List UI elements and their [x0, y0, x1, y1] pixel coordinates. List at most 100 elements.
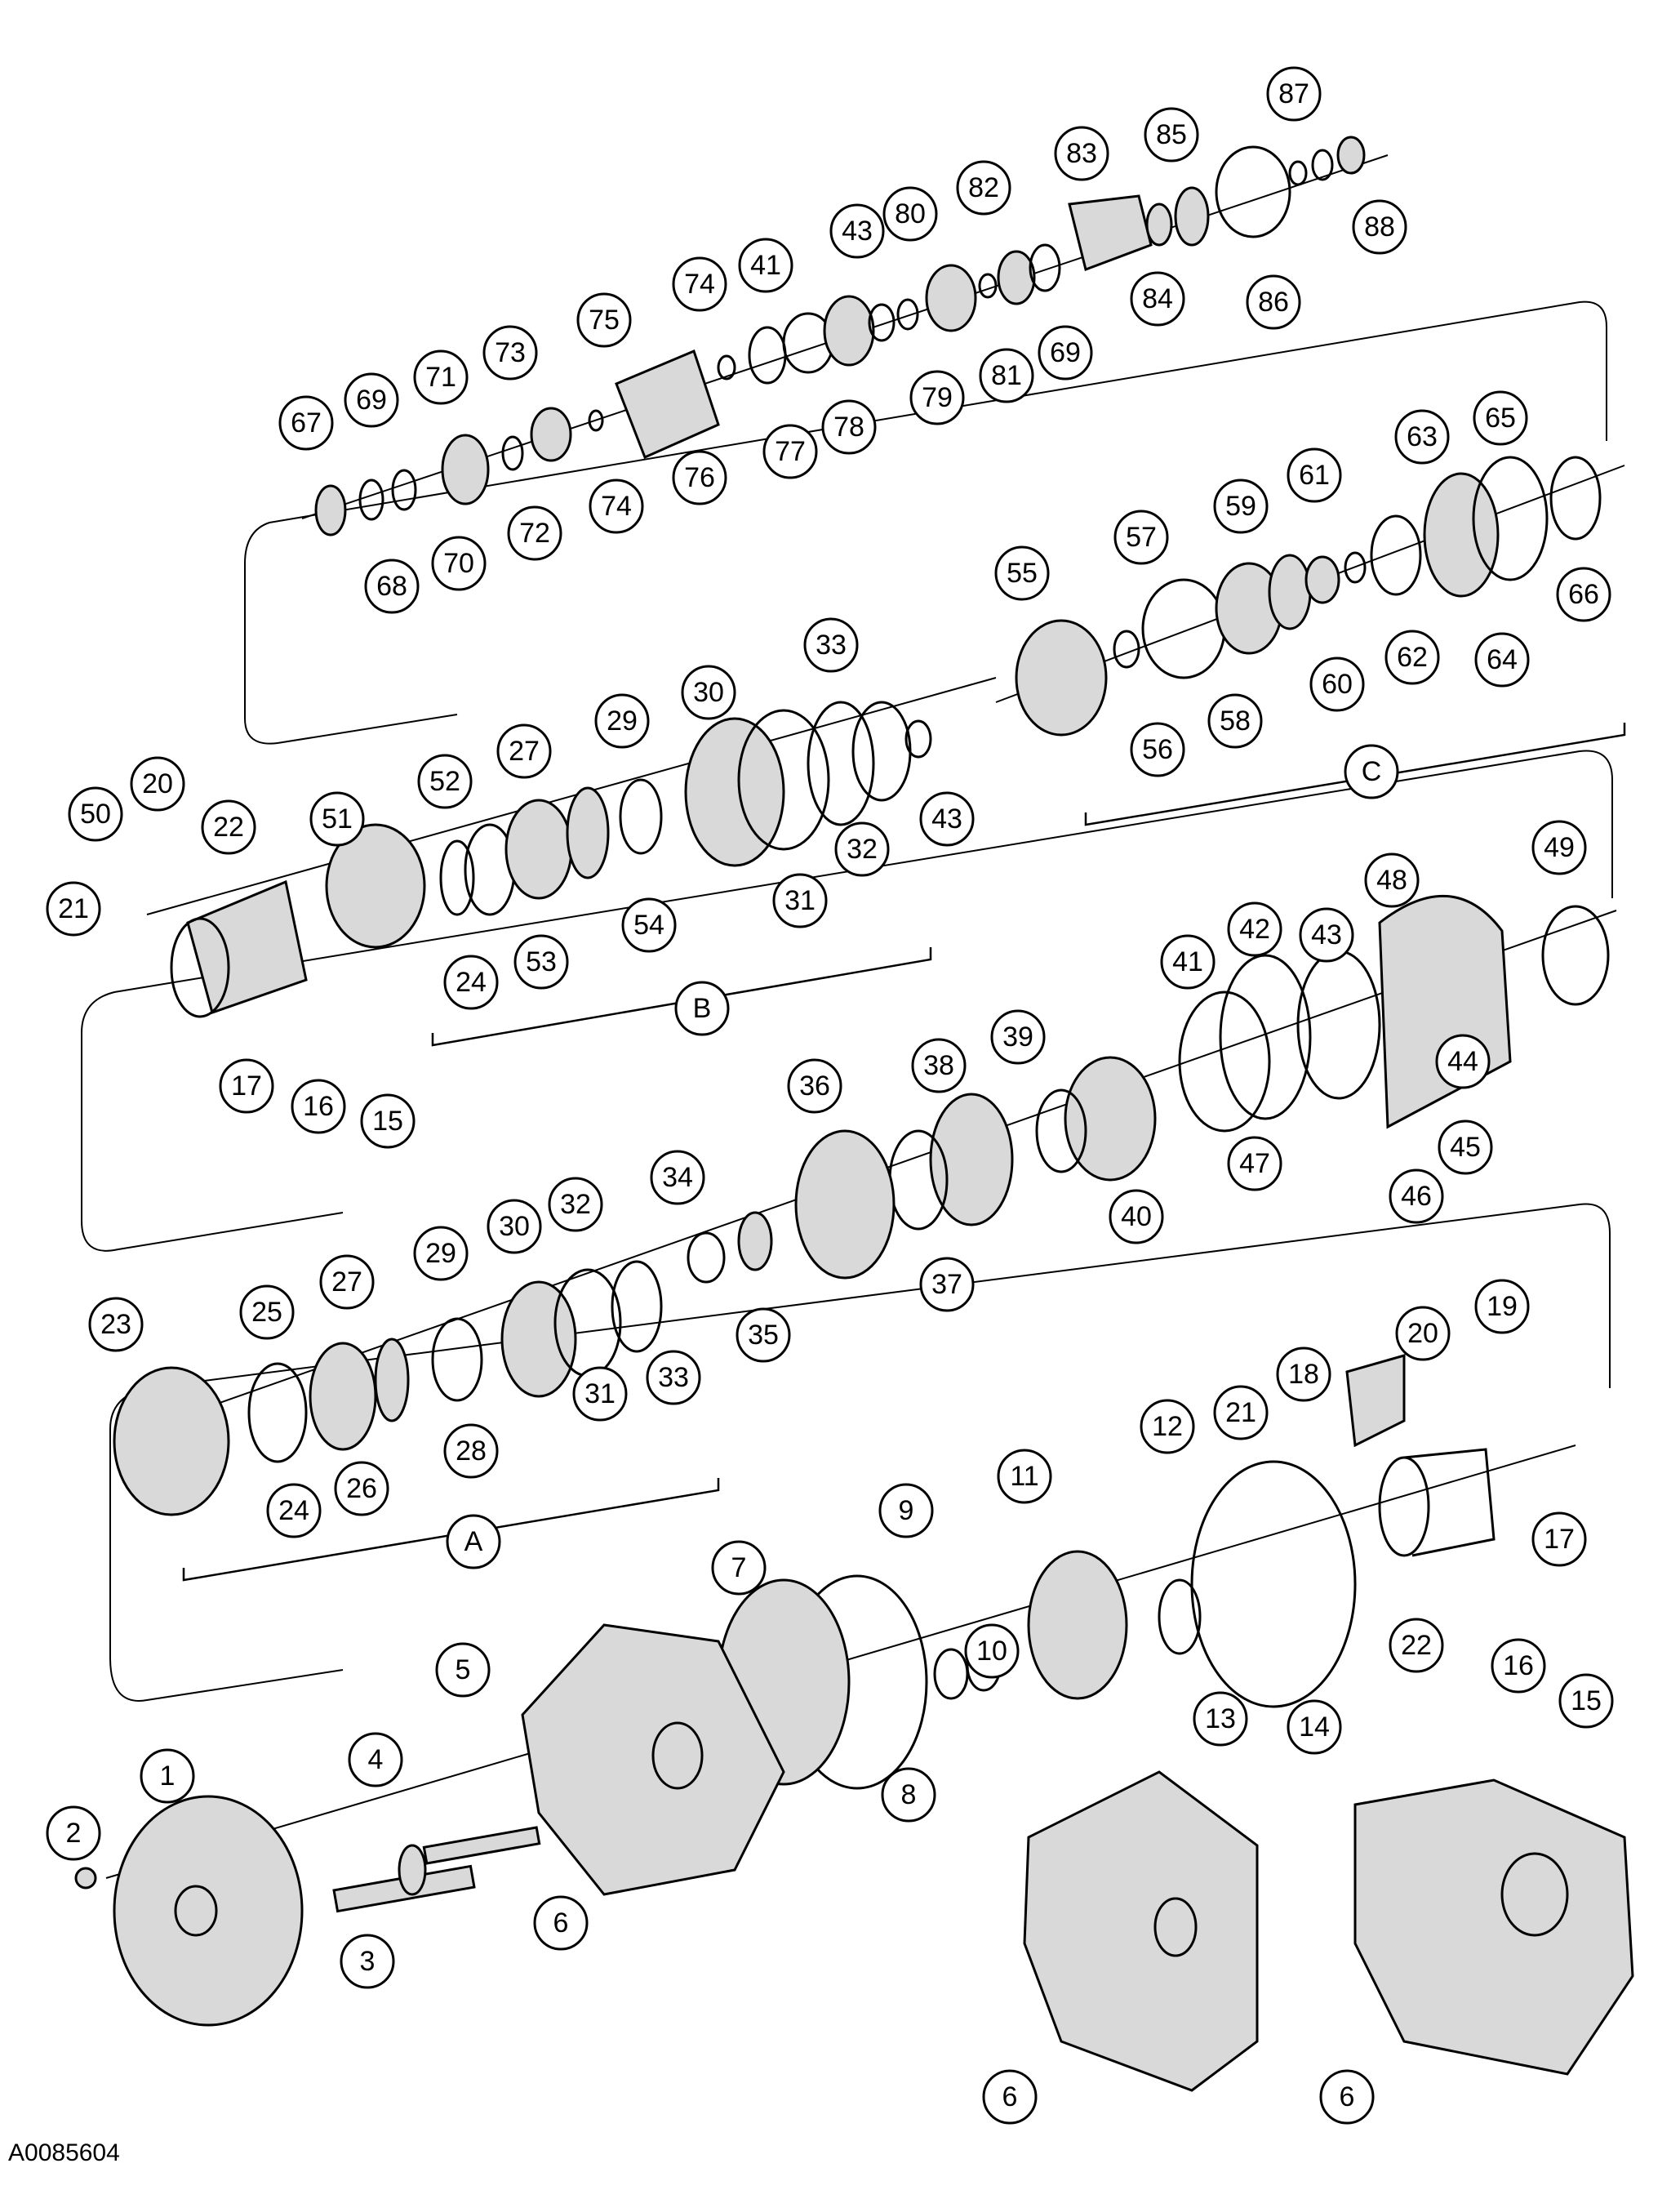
callout-A: A [446, 1514, 501, 1569]
callout-40: 40 [1109, 1189, 1164, 1244]
callout-label: 68 [376, 571, 407, 602]
callout-label: 34 [662, 1162, 693, 1193]
callout-45: 45 [1438, 1120, 1493, 1175]
callout-label: A [464, 1526, 483, 1557]
callout-label: 79 [922, 382, 953, 413]
callout-C: C [1344, 744, 1399, 799]
callout-22: 22 [201, 799, 256, 855]
callout-label: 30 [499, 1211, 530, 1242]
callout-33: 33 [646, 1350, 701, 1405]
callout-circle [140, 1748, 195, 1804]
callout-circle [239, 1284, 295, 1340]
callout-circle [348, 1732, 403, 1787]
callout-label: 37 [931, 1269, 962, 1300]
callout-85: 85 [1144, 107, 1199, 162]
callout-label: 60 [1322, 669, 1353, 700]
callout-16: 16 [1491, 1638, 1546, 1694]
callout-circle [1227, 901, 1282, 957]
callout-label: 33 [816, 630, 847, 661]
callout-label: 7 [731, 1552, 747, 1583]
frame-middle [81, 750, 1613, 1252]
callout-circle [1038, 325, 1093, 381]
callout-48: 48 [1364, 852, 1420, 908]
callout-label: 27 [331, 1266, 362, 1298]
callout-label: 57 [1126, 522, 1157, 553]
callout-circle [1276, 1347, 1331, 1402]
callout-9: 9 [878, 1483, 934, 1538]
callout-circle [589, 479, 644, 534]
callout-label: 25 [251, 1297, 282, 1328]
callout-circle [88, 1297, 144, 1352]
callout-label: 62 [1397, 642, 1428, 673]
callout-circle [834, 821, 890, 877]
callout-circle [621, 897, 677, 953]
callout-circle [674, 981, 730, 1036]
callout-circle [964, 1623, 1020, 1679]
callout-77: 77 [762, 424, 818, 479]
callout-circle [1213, 479, 1269, 534]
callout-label: 61 [1299, 460, 1330, 491]
callout-label: 32 [560, 1189, 591, 1220]
callout-label: C [1362, 756, 1382, 787]
callout-71: 71 [413, 349, 469, 405]
callout-circle [1109, 1189, 1164, 1244]
callout-circle [576, 292, 632, 348]
callout-circle [646, 1350, 701, 1405]
callout-label: 16 [303, 1091, 334, 1122]
callout-6: 6 [1319, 2069, 1375, 2125]
callout-14: 14 [1287, 1699, 1342, 1755]
callout-23: 23 [88, 1297, 144, 1352]
callout-78: 78 [821, 399, 877, 455]
callout-label: 8 [901, 1779, 917, 1810]
callout-24: 24 [443, 955, 499, 1010]
callout-10: 10 [964, 1623, 1020, 1679]
callout-3: 3 [340, 1934, 395, 1989]
callout-circle [46, 881, 101, 937]
callout-label: 17 [231, 1071, 262, 1102]
callout-label: 38 [923, 1050, 954, 1081]
callout-15: 15 [360, 1093, 416, 1149]
callout-circle [1395, 1306, 1451, 1361]
callout-label: 73 [495, 337, 526, 368]
callout-circle [431, 536, 487, 591]
callout-39: 39 [990, 1009, 1046, 1065]
callout-circle [881, 1767, 936, 1823]
callout-label: 4 [368, 1744, 384, 1775]
callout-circle [762, 424, 818, 479]
callout-label: 24 [456, 967, 487, 998]
callout-circle [1309, 657, 1365, 712]
callout-82: 82 [956, 160, 1011, 216]
callout-label: 43 [842, 216, 873, 247]
callout-58: 58 [1207, 693, 1263, 749]
callout-label: 72 [519, 518, 550, 549]
callout-43: 43 [829, 203, 885, 259]
callout-37: 37 [919, 1257, 975, 1312]
callout-83: 83 [1054, 126, 1109, 181]
callout-label: 11 [1010, 1461, 1038, 1492]
callout-label: 16 [1503, 1650, 1534, 1681]
callout-26: 26 [334, 1461, 389, 1516]
callout-label: 21 [58, 893, 89, 924]
callout-circle [681, 665, 736, 720]
callout-60: 60 [1309, 657, 1365, 712]
callout-circle [1319, 2069, 1375, 2125]
callout-circle [340, 1934, 395, 1989]
callout-label: 14 [1299, 1712, 1330, 1743]
callout-circle [1266, 66, 1322, 122]
callout-label: 31 [784, 885, 816, 916]
callout-80: 80 [882, 186, 938, 242]
callout-label: 9 [899, 1495, 914, 1526]
callout-30: 30 [487, 1199, 542, 1254]
callout-32: 32 [834, 821, 890, 877]
callout-41: 41 [738, 238, 793, 293]
callout-11: 11 [997, 1449, 1052, 1504]
callout-circle [821, 399, 877, 455]
callout-43: 43 [919, 791, 975, 847]
callout-label: 17 [1544, 1524, 1575, 1555]
callout-label: 43 [1311, 919, 1342, 950]
callout-circle [1160, 934, 1216, 990]
callout-44: 44 [1435, 1034, 1491, 1089]
callout-label: 40 [1121, 1201, 1152, 1232]
callout-label: 71 [425, 362, 456, 393]
callout-label: 3 [360, 1946, 376, 1977]
